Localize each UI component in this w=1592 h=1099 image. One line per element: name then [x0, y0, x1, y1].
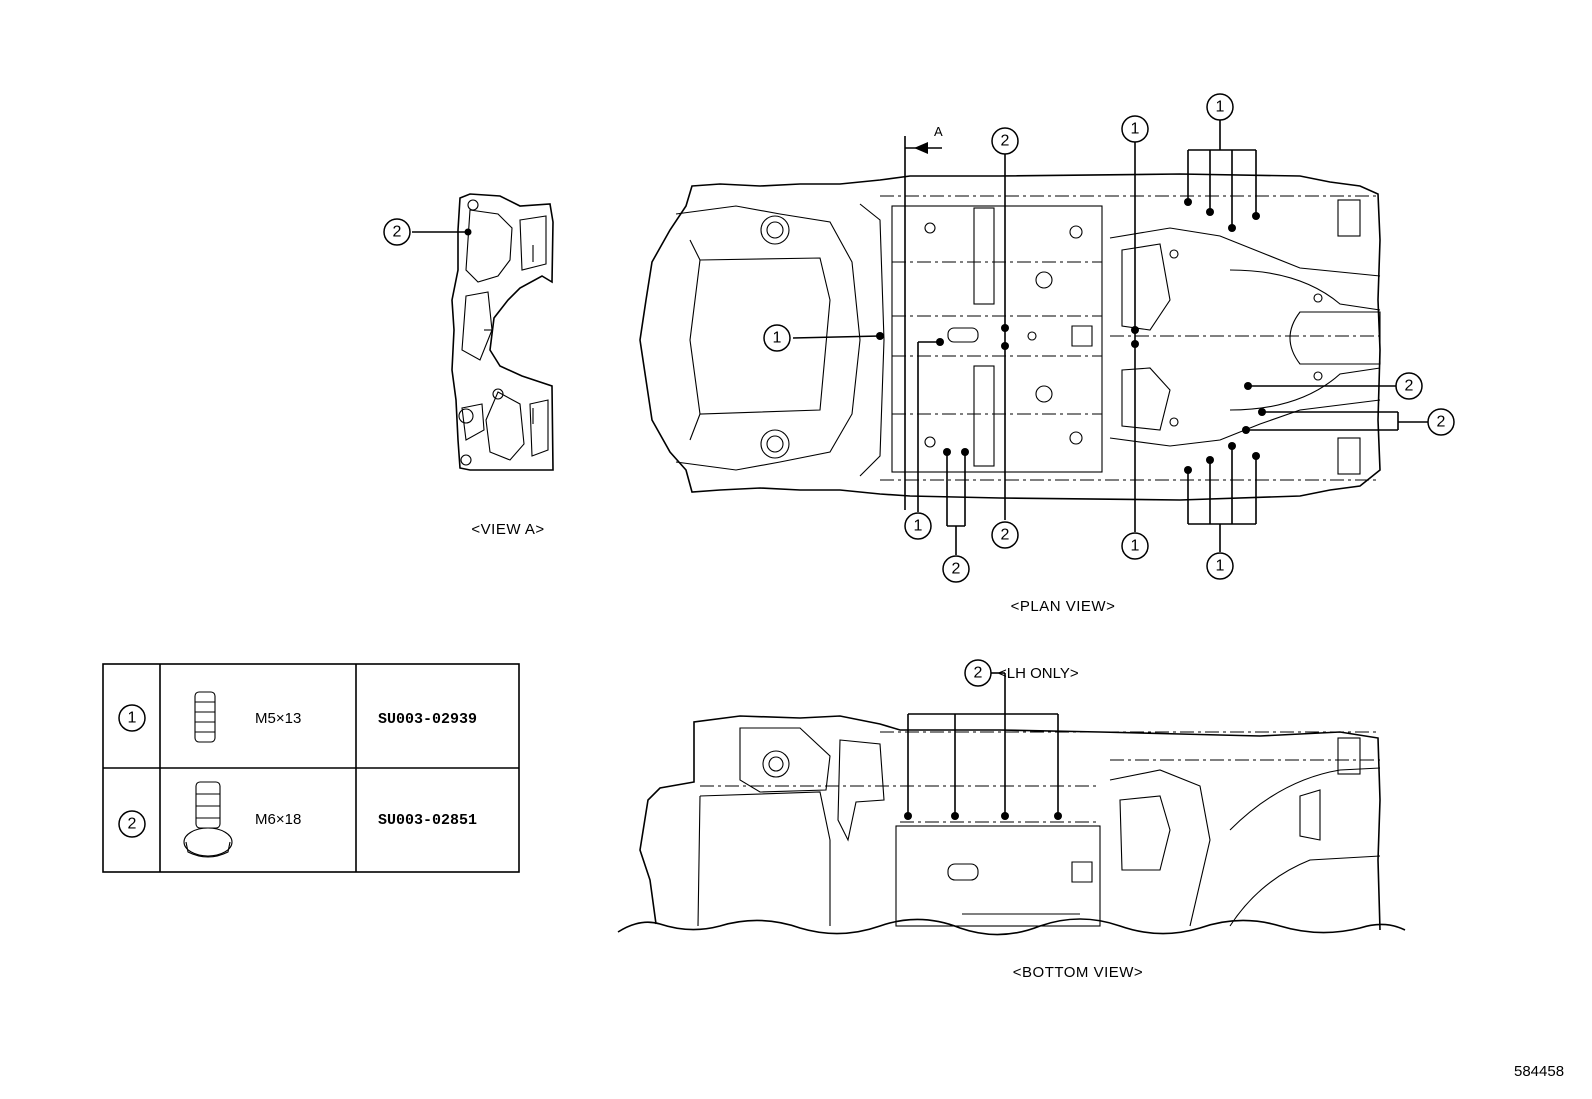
plan-callout-2-rear-side: 2: [1427, 408, 1455, 436]
bolt-m5-icon: [194, 691, 216, 743]
row-2-size: M6×18: [255, 811, 301, 828]
svg-text:2: 2: [393, 224, 402, 241]
plan-callout-2-floor-bottom: 2: [942, 555, 970, 583]
svg-text:1: 1: [1131, 538, 1140, 555]
row-2-ref: 2: [128, 816, 137, 833]
parts-row-2: 2 M6×18 SU003-02851: [118, 781, 477, 858]
plan-view-label: <PLAN VIEW>: [1011, 598, 1116, 615]
view-a-drawing: [412, 193, 554, 471]
svg-text:1: 1: [773, 330, 782, 347]
plan-callout-2-floor-center: 2: [991, 521, 1019, 549]
parts-table: [102, 663, 520, 873]
svg-text:1: 1: [1216, 99, 1225, 116]
plan-callout-1-tunnel-top: 1: [1121, 115, 1149, 143]
plan-callout-2-floor-top: 2: [991, 127, 1019, 155]
row-1-size: M5×13: [255, 710, 301, 727]
drawing-number: 584458: [1514, 1063, 1564, 1080]
section-a-label: A: [934, 124, 943, 139]
svg-text:1: 1: [1131, 121, 1140, 138]
plan-callout-1-tunnel-bottom: 1: [1121, 532, 1149, 560]
svg-text:2: 2: [952, 561, 961, 578]
bottom-callout-2: 2: [964, 659, 992, 687]
lh-only-label: <LH ONLY>: [998, 665, 1079, 682]
svg-text:1: 1: [1216, 558, 1225, 575]
parts-row-1: 1 M5×13 SU003-02939: [118, 691, 477, 743]
svg-text:2: 2: [1405, 378, 1414, 395]
plan-callout-1-front: 1: [763, 324, 791, 352]
row-1-ref: 1: [128, 710, 137, 727]
row-1-part-number: SU003-02939: [378, 711, 477, 728]
svg-text:2: 2: [1001, 527, 1010, 544]
svg-text:2: 2: [974, 665, 983, 682]
bottom-view-drawing: [617, 672, 1406, 936]
bolt-m6-flange-icon: [183, 781, 233, 858]
plan-callout-2-rear-floor: 2: [1395, 372, 1423, 400]
row-1-ref-circle: [118, 704, 146, 732]
svg-text:2: 2: [1437, 414, 1446, 431]
view-a-callout-2: 2: [383, 218, 411, 246]
plan-view-drawing: [639, 120, 1428, 555]
svg-text:1: 1: [914, 518, 923, 535]
bottom-view-label: <BOTTOM VIEW>: [1013, 964, 1143, 981]
plan-callout-1-rear-bottom: 1: [1206, 552, 1234, 580]
row-2-ref-circle: [118, 810, 146, 838]
plan-callout-1-section: 1: [904, 512, 932, 540]
view-a-label: <VIEW A>: [471, 521, 544, 538]
row-2-part-number: SU003-02851: [378, 812, 477, 829]
svg-text:2: 2: [1001, 133, 1010, 150]
plan-callout-1-rear-top: 1: [1206, 93, 1234, 121]
